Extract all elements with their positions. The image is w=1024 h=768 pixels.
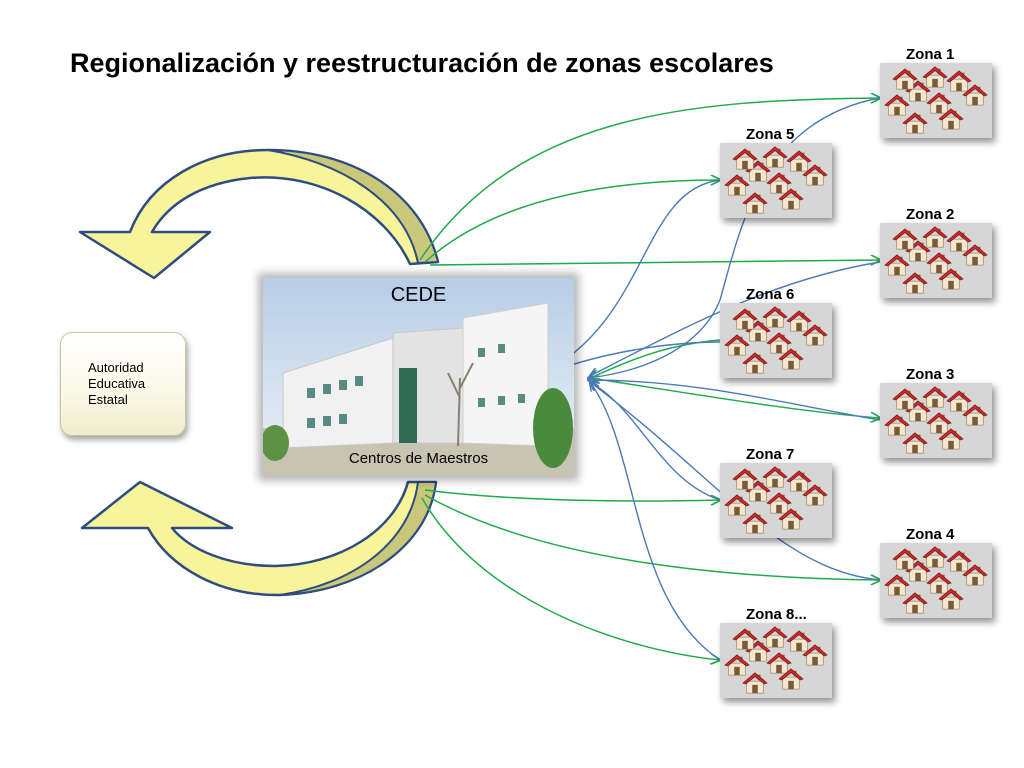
cycle-arrow-bottom-shade [279,481,437,596]
connector-cede-zona-8 [421,497,720,660]
house-icon [902,272,928,294]
house-icon [732,308,758,330]
cycle-arrow-bottom [80,480,438,597]
authority-line-3: Estatal [88,392,128,407]
zone-label-2: Zona 2 [906,206,955,223]
house-icon [778,508,804,530]
cycle-arrow-top [78,148,440,280]
house-icon [762,146,788,168]
house-icon [732,628,758,650]
connector-cede-zona-2 [429,260,880,266]
house-icon [778,348,804,370]
house-icon [962,244,988,266]
zone-label-3: Zona 3 [906,366,955,383]
house-icon [892,388,918,410]
zone-box-2 [880,223,992,298]
house-icon [922,226,948,248]
connector-cede-zona-5 [424,180,720,263]
house-icon [962,84,988,106]
house-icon [778,668,804,690]
house-icon [902,592,928,614]
connector-cede-zona-1 [419,98,880,261]
house-icon [778,188,804,210]
house-icon [922,66,948,88]
house-icon [902,112,928,134]
authority-line-1: Autoridad [88,360,144,375]
zone-label-5: Zona 5 [746,126,795,143]
connector-cede-zona-7 [424,489,720,501]
house-icon [802,484,828,506]
house-icon [938,428,964,450]
zone-box-7 [720,463,832,538]
page-title: Regionalización y reestructuración de zo… [70,48,774,78]
house-icon [762,306,788,328]
house-icon [802,324,828,346]
zone-label-8: Zona 8... [746,606,807,623]
house-icon [732,148,758,170]
house-icon [892,228,918,250]
zone-box-8 [720,623,832,698]
house-icon [892,68,918,90]
zone-label-7: Zona 7 [746,446,795,463]
house-icon [802,644,828,666]
connector-hub-zona-3 [589,377,880,418]
house-icon [902,432,928,454]
return-zona-8 [590,382,721,661]
zone-box-4 [880,543,992,618]
zone-box-3 [880,383,992,458]
house-icon [742,192,768,214]
house-icon [962,404,988,426]
house-icon [922,546,948,568]
return-zona-1 [588,97,881,378]
house-icon [762,626,788,648]
house-icon [922,386,948,408]
connector-cede-zona-4 [424,494,880,580]
house-icon [742,672,768,694]
house-icon [962,564,988,586]
cycle-arrow-top-shade [267,149,439,264]
authority-line-2: Educativa [88,376,146,391]
house-icon [762,466,788,488]
cede-subtitle: Centros de Maestros [348,450,489,467]
return-zona-7 [590,382,721,501]
zone-label-1: Zona 1 [906,46,955,63]
cede-title: CEDE [390,284,447,306]
house-icon [892,548,918,570]
authority-box: Autoridad Educativa Estatal [60,332,186,436]
house-icon [742,512,768,534]
house-icon [938,108,964,130]
zone-label-6: Zona 6 [746,286,795,303]
house-icon [732,468,758,490]
return-zona-3 [588,380,881,421]
zone-box-5 [720,143,832,218]
cede-photo-card: CEDE Centros de Maestros [263,278,574,476]
zone-box-6 [720,303,832,378]
return-zona-5 [540,179,721,375]
house-icon [742,352,768,374]
building-photo [263,278,574,476]
house-icon [802,164,828,186]
house-icon [938,268,964,290]
connector-zona-6-cede [590,339,721,378]
zone-box-1 [880,63,992,138]
house-icon [938,588,964,610]
zone-label-4: Zona 4 [906,526,955,543]
